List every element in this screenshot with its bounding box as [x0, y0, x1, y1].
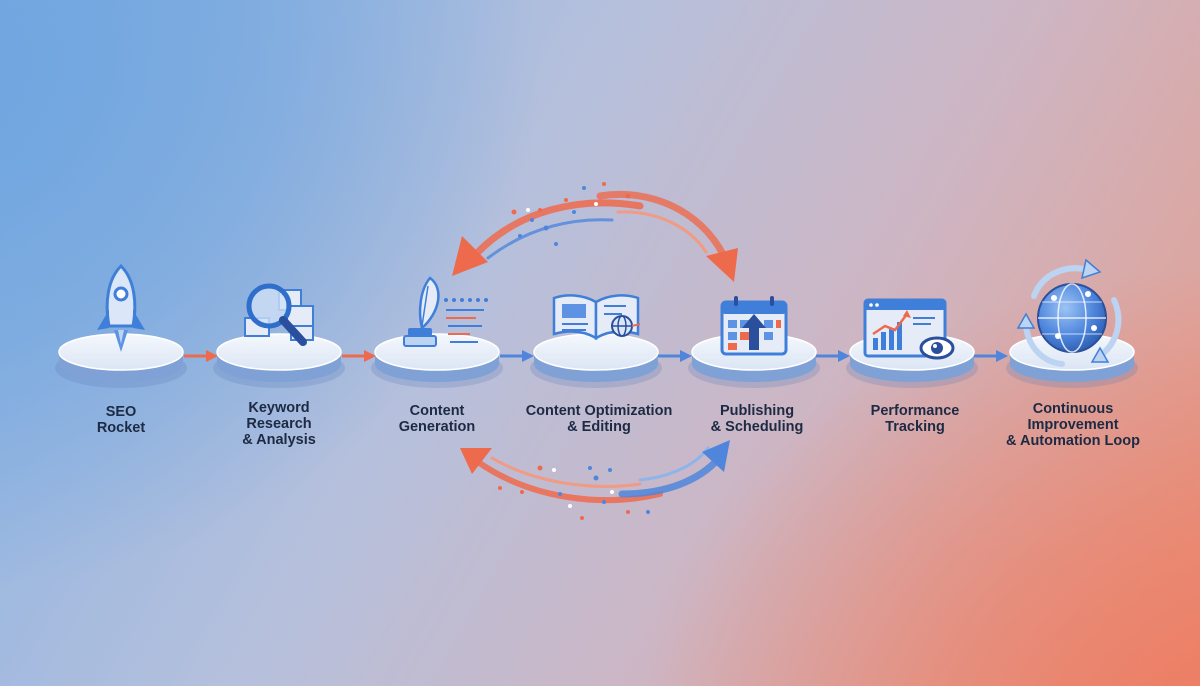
pedestal-4	[530, 333, 662, 388]
pedestals	[55, 333, 1138, 388]
step-label-publishing: Publishing & Scheduling	[710, 403, 804, 435]
step-label-keyword-research: Keyword Research & Analysis	[242, 400, 316, 448]
loop-arrows-top	[452, 182, 738, 282]
arrow-2-3	[342, 350, 376, 362]
magnifier-icon	[244, 283, 314, 346]
step-label-continuous-improvement: Continuous Improvement & Automation Loop	[1006, 401, 1140, 449]
loop-arrows-bottom	[460, 440, 730, 520]
arrow-3-4	[500, 350, 534, 362]
pedestal-1	[55, 333, 187, 388]
arrow-5-6	[816, 350, 850, 362]
step-label-seo-rocket: SEO Rocket	[96, 404, 146, 436]
arrow-4-5	[658, 350, 692, 362]
step-label-content-optimization: Content Optimization & Editing	[525, 403, 673, 435]
step-label-performance-tracking: Performance Tracking	[870, 403, 960, 435]
analytics-eye-icon	[863, 298, 955, 360]
arrow-1-2	[184, 350, 218, 362]
quill-pen-icon	[403, 276, 488, 347]
globe-cycle-icon	[1016, 258, 1122, 367]
pedestal-2	[213, 333, 345, 388]
arrow-6-7	[974, 350, 1008, 362]
calendar-upload-icon	[720, 296, 788, 356]
connector-arrows	[184, 350, 1008, 362]
step-label-content-generation: Content Generation	[398, 403, 476, 435]
open-book-globe-icon	[552, 294, 641, 341]
rocket-icon	[97, 263, 145, 352]
